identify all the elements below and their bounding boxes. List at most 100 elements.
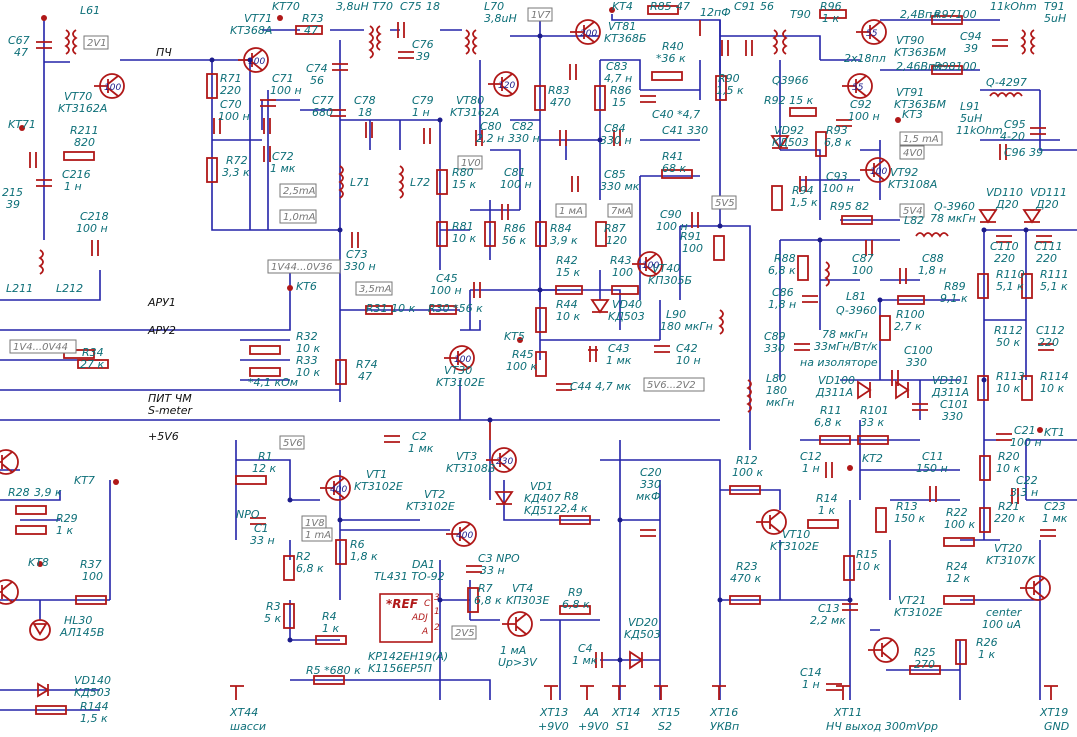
label-vd100p: Д311A <box>815 386 853 399</box>
transistor-symbol: 400 <box>320 475 351 501</box>
transistor-gain-label: 120 <box>498 81 515 91</box>
net-label: +5V6 <box>148 430 179 443</box>
annotation-box: 5V6...2V2 <box>643 377 705 392</box>
label-r90v: 1,5 к <box>716 84 744 97</box>
label-r74: R74 <box>356 358 378 371</box>
label-bpl: 2x18пл <box>844 52 886 65</box>
label-r34v: 27 к <box>80 358 104 371</box>
label-l70u: 3,8uH <box>484 12 517 25</box>
label-r84v: 3,9 к <box>550 234 578 247</box>
transistor-symbol <box>756 509 787 535</box>
label-xt16d: УКВп <box>710 720 739 733</box>
label-da1p: TL431 TO-92 <box>374 570 445 583</box>
label-r3v: 5 к <box>264 612 281 625</box>
label-c76v: 39 <box>416 50 430 63</box>
label-vd110p: Д20 <box>995 198 1019 211</box>
label-r41: R41 <box>662 150 684 163</box>
label-c87: C87 <box>852 252 874 265</box>
label-r73: R73 <box>302 12 324 25</box>
label-r101v: 33 к <box>860 416 884 429</box>
transistor-symbol: 100 <box>94 73 125 99</box>
net-label: АРУ1 <box>147 296 176 309</box>
label-vd101p: Д311A <box>931 386 969 399</box>
label-c20v: 330 <box>640 478 661 491</box>
label-c80v: 2,2 н <box>476 132 504 145</box>
annotation-box: 3,5mA <box>355 281 393 296</box>
label-c23: C23 <box>1044 500 1066 513</box>
label-hl30p: АЛ145В <box>59 626 104 639</box>
label-l90v: 180 мкГн <box>660 320 713 333</box>
label-c22v: 3,3 н <box>1010 486 1038 499</box>
label-xt19d: GND <box>1044 720 1069 733</box>
label-c71v: 100 н <box>270 84 302 97</box>
label-r7: R7 <box>478 582 493 595</box>
label-r4v: 1 к <box>322 622 339 635</box>
ic-pin-num-2: 2 <box>434 623 440 633</box>
label-vt30p: KT3102E <box>436 376 485 389</box>
label-r87v: 120 <box>606 234 627 247</box>
label-r71: R71 <box>220 72 242 85</box>
annotation-box: 1V44...0V36 <box>267 259 341 274</box>
label-r6: R6 <box>350 538 365 551</box>
annotation-box: 5V5 <box>711 195 737 210</box>
label-c100v: 330 <box>906 356 927 369</box>
label-r33s: *4,1 кОм <box>248 376 298 389</box>
label-c74v: 56 <box>310 74 324 87</box>
label-kt8: KT8 <box>28 556 49 569</box>
label-xt19: XT19 <box>1039 706 1068 719</box>
label-c78: C78 <box>354 94 376 107</box>
label-c93: C93 <box>826 170 848 183</box>
annotation-text: 1 мA <box>559 206 583 217</box>
transistor-gain-label: 100 <box>642 261 659 271</box>
label-r37v: 100 <box>82 570 103 583</box>
label-r92: R92 15 к <box>764 94 814 107</box>
label-r22v: 100 к <box>944 518 975 531</box>
label-r33v: 10 к <box>296 366 320 379</box>
label-c84: C84 <box>604 122 626 135</box>
label-r15v: 10 к <box>856 560 880 573</box>
label-vt70: VT70 <box>64 90 92 103</box>
label-kt7: KT7 <box>74 474 95 487</box>
label-c86: C86 <box>772 286 794 299</box>
label-c100: C100 <box>904 344 933 357</box>
label-r40v: *36 к <box>656 52 686 65</box>
annotation-box: 1V7 <box>527 7 553 22</box>
annotation-box: 1 mA <box>301 527 333 542</box>
label-c88: C88 <box>922 252 944 265</box>
annotation-text: 1V4...0V44 <box>13 342 68 353</box>
annotation-text: 5V6 <box>283 438 303 449</box>
label-r98w: 2,46Впл <box>896 60 942 73</box>
label-c42v: 10 н <box>676 354 701 367</box>
label-c83v: 4,7 н <box>604 72 632 85</box>
label-vt81: VT81 <box>608 20 636 33</box>
annotation-box: 2V1 <box>83 35 109 50</box>
label-r85: R85 <box>650 0 672 13</box>
label-r86b: R86 <box>610 84 632 97</box>
label-r23: R23 <box>736 560 758 573</box>
label-q4297: Q-4297 <box>986 76 1027 89</box>
label-c112v: 220 <box>1038 336 1059 349</box>
label-c14v: 1 н <box>802 678 820 691</box>
label-r31: R31 10 к <box>366 302 416 315</box>
annotation-box: 5V6 <box>279 435 305 450</box>
label-kt70: KT70 <box>272 0 300 13</box>
label-r14v: 1 к <box>818 504 835 517</box>
label-r20v: 10 к <box>996 462 1020 475</box>
label-l81n: 78 мкГн <box>822 328 868 341</box>
label-r86v: 56 к <box>502 234 526 247</box>
label-c81v: 100 н <box>500 178 532 191</box>
label-r90: R90 <box>718 72 740 85</box>
annotation-text: 1V44...0V36 <box>271 262 332 273</box>
label-c85: C85 <box>604 168 626 181</box>
label-r80v: 15 к <box>452 178 476 191</box>
transistor-gain-label: 230 <box>496 457 513 467</box>
label-l90: L90 <box>666 308 686 321</box>
label-r72v: 3,3 к <box>222 166 250 179</box>
label-r94v: 1,5 к <box>790 196 818 209</box>
label-c88v: 1,8 н <box>918 264 946 277</box>
label-r22: R22 <box>946 506 968 519</box>
label-xt13d: +9V0 <box>538 720 569 733</box>
label-c73v: 330 н <box>344 260 376 273</box>
label-vt1: VT1 <box>366 468 387 481</box>
